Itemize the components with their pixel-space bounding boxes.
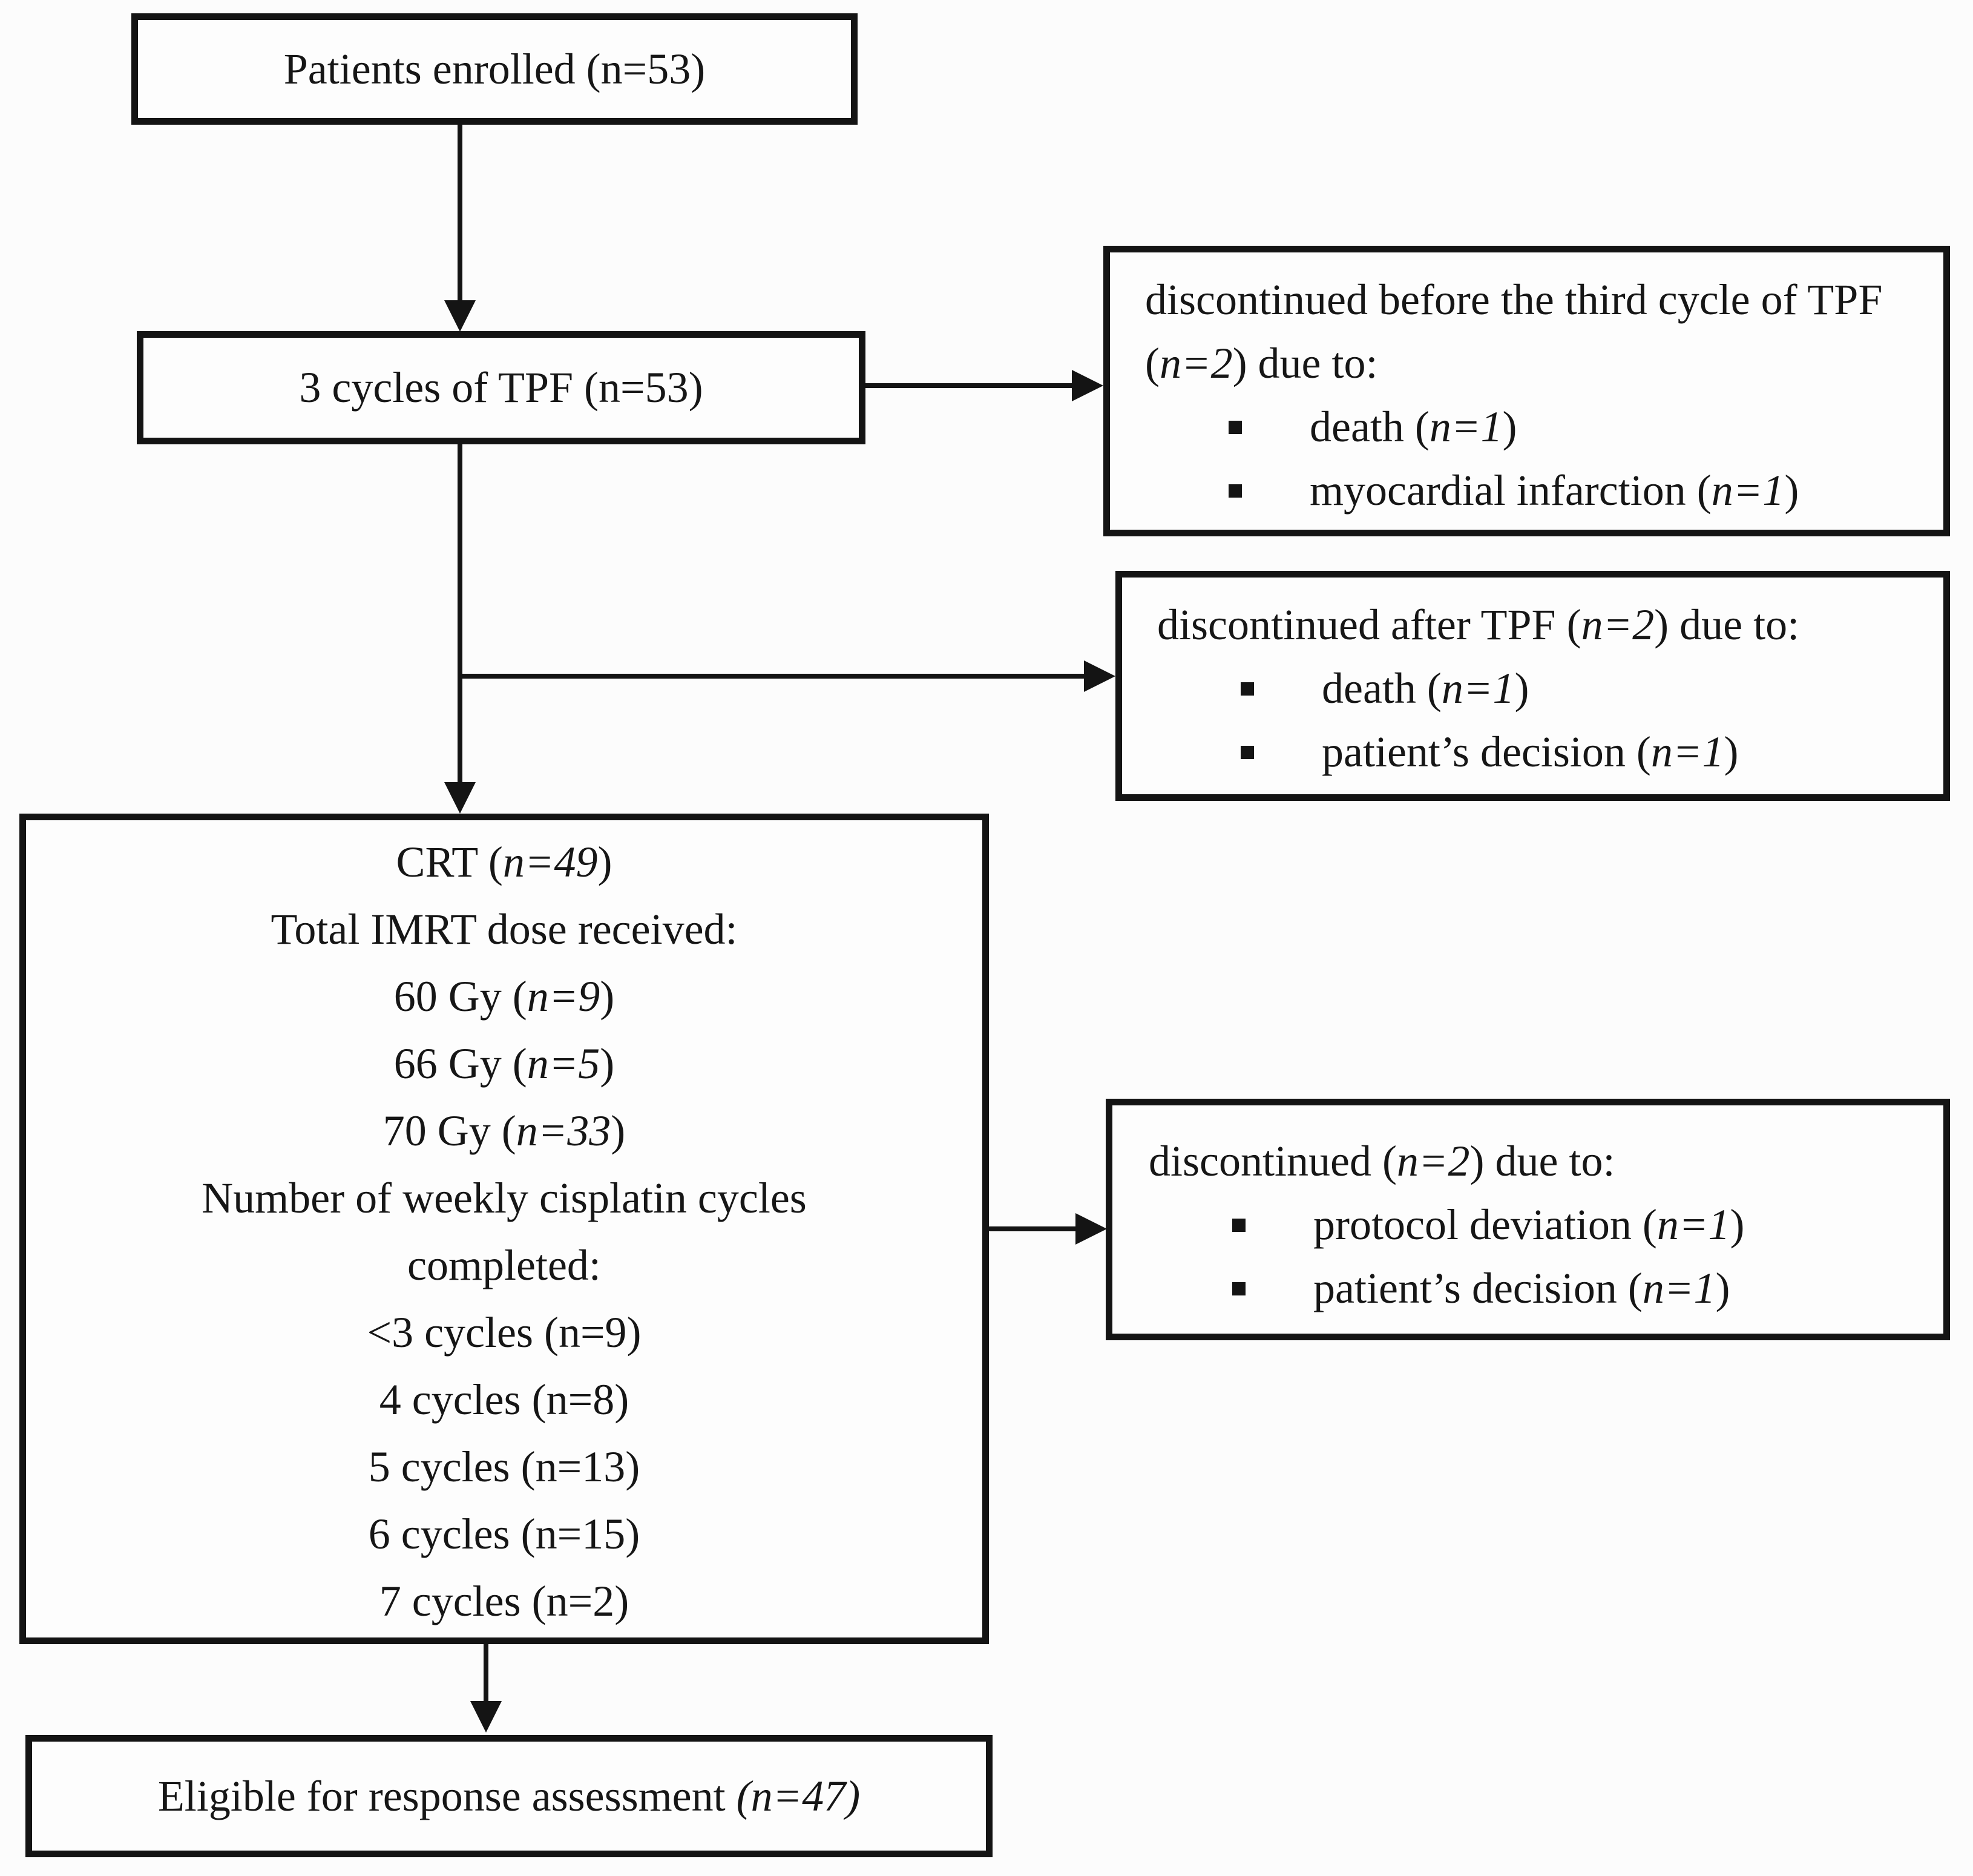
crt-line: completed: bbox=[407, 1241, 601, 1289]
list-item: patient’s decision (n=1) bbox=[1157, 720, 1931, 784]
node-tpf-cycles-label: 3 cycles of TPF (n=53) bbox=[299, 363, 703, 412]
arrow-crt-to-eligible-line bbox=[484, 1643, 488, 1702]
crt-line: <3 cycles (n=9) bbox=[367, 1308, 642, 1357]
crt-line: 5 cycles (n=13) bbox=[368, 1443, 640, 1491]
arrow-trunk-to-disc-after-line bbox=[458, 674, 1084, 679]
arrow-crt-to-disc-head-icon bbox=[1075, 1213, 1107, 1245]
arrow-enrolled-to-tpf-head-icon bbox=[444, 300, 476, 332]
crt-line: Number of weekly cisplatin cycles bbox=[202, 1174, 807, 1222]
node-discontinued-before-tpf: discontinued before the third cycle of T… bbox=[1103, 246, 1950, 536]
node-discontinued-crt-title: discontinued (n=2) due to: bbox=[1149, 1137, 1615, 1185]
bullet-square-icon bbox=[1229, 484, 1242, 498]
list-item: death (n=1) bbox=[1145, 395, 1919, 459]
crt-line: 6 cycles (n=15) bbox=[368, 1510, 640, 1558]
bullet-square-icon bbox=[1229, 420, 1242, 434]
crt-line: CRT (n=49) bbox=[396, 838, 612, 886]
crt-line: 7 cycles (n=2) bbox=[379, 1577, 629, 1625]
arrow-tpf-to-crt-line bbox=[458, 443, 462, 782]
bullet-square-icon bbox=[1241, 745, 1254, 759]
node-discontinued-crt: discontinued (n=2) due to: protocol devi… bbox=[1106, 1099, 1950, 1340]
crt-line: 70 Gy (n=33) bbox=[382, 1107, 626, 1155]
node-patients-enrolled-label: Patients enrolled (n=53) bbox=[283, 44, 706, 93]
bullet-text: myocardial infarction (n=1) bbox=[1310, 466, 1799, 515]
node-discontinued-before-tpf-title: discontinued before the third cycle of T… bbox=[1145, 275, 1883, 387]
bullet-text: patient’s decision (n=1) bbox=[1313, 1264, 1730, 1312]
crt-line: 66 Gy (n=5) bbox=[393, 1039, 615, 1088]
bullet-text: patient’s decision (n=1) bbox=[1322, 728, 1739, 776]
bullet-square-icon bbox=[1232, 1282, 1246, 1295]
crt-line: 4 cycles (n=8) bbox=[379, 1375, 629, 1424]
arrow-trunk-to-disc-after-head-icon bbox=[1084, 660, 1115, 692]
bullet-text: death (n=1) bbox=[1310, 403, 1517, 451]
list-item: patient’s decision (n=1) bbox=[1149, 1257, 1931, 1320]
node-eligible: Eligible for response assessment (n=47) bbox=[25, 1735, 993, 1857]
node-patients-enrolled: Patients enrolled (n=53) bbox=[131, 13, 858, 125]
crt-line: Total IMRT dose received: bbox=[271, 905, 738, 953]
node-tpf-cycles: 3 cycles of TPF (n=53) bbox=[137, 331, 865, 444]
arrow-crt-to-eligible-head-icon bbox=[470, 1701, 502, 1733]
arrow-tpf-to-crt-head-icon bbox=[444, 782, 476, 814]
node-discontinued-after-tpf: discontinued after TPF (n=2) due to: dea… bbox=[1115, 571, 1950, 801]
bullet-text: protocol deviation (n=1) bbox=[1313, 1200, 1745, 1249]
node-eligible-label: Eligible for response assessment (n=47) bbox=[157, 1771, 861, 1820]
arrow-enrolled-to-tpf-line bbox=[458, 123, 462, 301]
list-item: death (n=1) bbox=[1157, 657, 1931, 720]
bullet-square-icon bbox=[1232, 1218, 1246, 1232]
node-discontinued-after-tpf-title: discontinued after TPF (n=2) due to: bbox=[1157, 601, 1800, 649]
arrow-tpf-to-disc-before-line bbox=[865, 383, 1072, 388]
crt-line: 60 Gy (n=9) bbox=[393, 972, 615, 1021]
bullet-square-icon bbox=[1241, 682, 1254, 696]
node-crt: CRT (n=49) Total IMRT dose received: 60 … bbox=[19, 814, 989, 1644]
arrow-crt-to-disc-line bbox=[988, 1226, 1075, 1231]
list-item: protocol deviation (n=1) bbox=[1149, 1193, 1931, 1257]
list-item: myocardial infarction (n=1) bbox=[1145, 459, 1919, 522]
arrow-tpf-to-disc-before-head-icon bbox=[1072, 370, 1103, 401]
bullet-text: death (n=1) bbox=[1322, 664, 1529, 713]
